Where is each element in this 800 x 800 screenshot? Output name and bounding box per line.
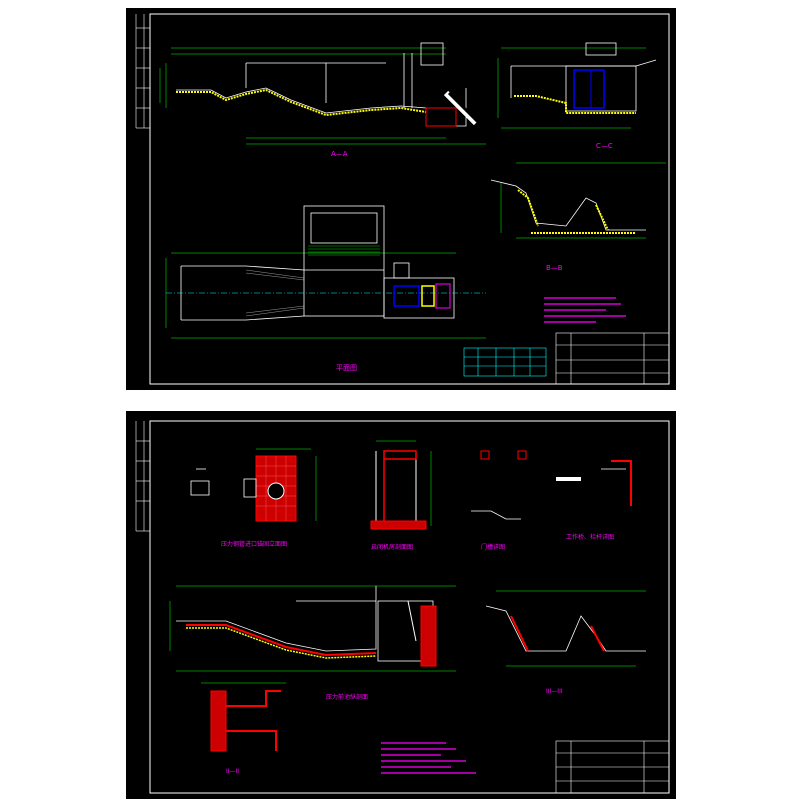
section-ii-ii-label: II—II [226, 768, 239, 775]
section-ii-ii: II—II [201, 682, 286, 775]
plan-view: 平面图 [165, 205, 486, 372]
forebay-longitudinal-section: 压力前池纵剖面 [169, 585, 456, 701]
hoist-house-section: 启闭机房剖面图 [370, 440, 432, 551]
notes-block [544, 297, 626, 323]
gate-slot-detail-label: 门槽详图 [481, 543, 505, 551]
binding-strip-2 [135, 421, 150, 532]
drawing-sheet-1: A—A C—C B—B [125, 7, 677, 391]
inlet-anchor-elevation-label: 压力钢管进口锚固立面图 [221, 540, 287, 548]
drawing-sheet-2: 压力钢管进口锚固立面图 启闭机房剖面图 门槽详图 工作桥、栏杆详图 [125, 410, 677, 800]
section-c-c: C—C [497, 42, 657, 150]
gate-slot-detail: 门槽详图 [471, 450, 527, 551]
title-block-2 [555, 740, 670, 794]
sheet-1-canvas: A—A C—C B—B [135, 13, 670, 385]
section-b-b-label: B—B [546, 264, 563, 272]
binding-strip [135, 14, 150, 129]
section-b-b: B—B [490, 162, 666, 272]
inlet-anchor-elevation: 压力钢管进口锚固立面图 [221, 448, 317, 548]
section-a-a: A—A [159, 42, 486, 158]
hoist-house-section-label: 启闭机房剖面图 [371, 543, 413, 551]
notes-block-2 [381, 742, 476, 774]
anchor-bolt-detail [190, 468, 210, 496]
section-iii-iii-label: III—III [546, 688, 563, 695]
section-iii-iii: III—III [485, 590, 646, 695]
work-bridge-detail-label: 工作桥、栏杆详图 [566, 533, 614, 541]
plan-view-label: 平面图 [336, 364, 357, 372]
section-a-a-label: A—A [331, 150, 348, 158]
forebay-longitudinal-section-label: 压力前池纵剖面 [326, 693, 368, 701]
section-c-c-label: C—C [596, 142, 613, 150]
title-block-1 [555, 332, 670, 385]
sheet-2-canvas: 压力钢管进口锚固立面图 启闭机房剖面图 门槽详图 工作桥、栏杆详图 [135, 420, 670, 794]
work-bridge-detail: 工作桥、栏杆详图 [556, 460, 632, 541]
quantity-table [463, 347, 547, 377]
